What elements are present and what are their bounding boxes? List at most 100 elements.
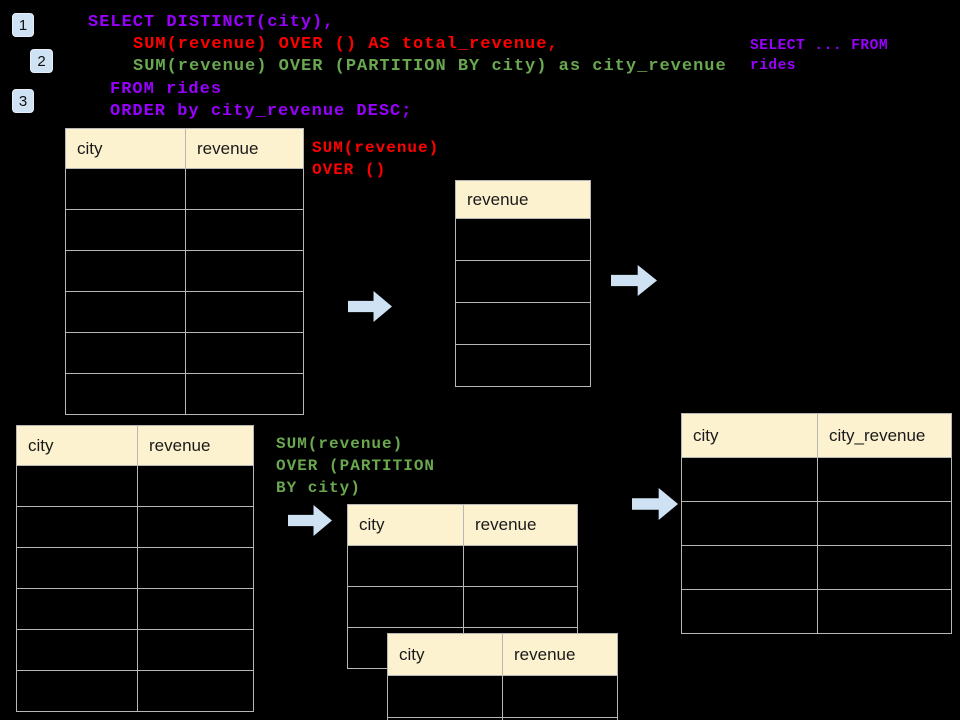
table-row	[65, 209, 304, 251]
step-badge-3-label: 3	[18, 92, 28, 110]
empty-cell	[502, 717, 618, 720]
snippet-line-1: SELECT ... FROM	[750, 38, 889, 54]
table-row	[65, 332, 304, 374]
table-row	[65, 373, 304, 415]
empty-cell	[137, 465, 254, 507]
empty-cell	[185, 291, 304, 333]
step-badge-2: 2	[30, 49, 53, 73]
empty-cell	[817, 545, 952, 590]
empty-cell	[185, 373, 304, 415]
table-row	[16, 588, 254, 630]
empty-cell	[463, 586, 578, 628]
city-revenue-result-table: city city_revenue	[681, 413, 952, 634]
header-row: city revenue	[65, 128, 304, 169]
empty-cell	[817, 457, 952, 502]
table-row	[16, 629, 254, 671]
total-annotation-line-1: SUM(revenue)	[312, 139, 440, 157]
empty-cell	[185, 209, 304, 251]
arrow-right-icon	[632, 488, 678, 520]
empty-cell	[347, 586, 464, 628]
empty-cell	[681, 501, 818, 546]
column-header-revenue: revenue	[185, 128, 304, 169]
column-header-revenue: revenue	[502, 633, 618, 676]
table-row	[681, 545, 952, 590]
table-row	[347, 545, 578, 587]
empty-cell	[16, 506, 138, 548]
empty-cell	[463, 545, 578, 587]
column-header-revenue: revenue	[455, 180, 591, 219]
sql-line-partition-sum: SUM(revenue) OVER (PARTITION BY city) as…	[133, 57, 727, 76]
empty-cell	[455, 218, 591, 261]
empty-cell	[137, 547, 254, 589]
empty-cell	[455, 344, 591, 387]
step-badge-2-label: 2	[37, 52, 46, 70]
empty-cell	[16, 465, 138, 507]
select-from-rides-snippet: SELECT ... FROM rides	[750, 36, 888, 76]
column-header-city: city	[387, 633, 503, 676]
empty-cell	[502, 675, 618, 718]
empty-cell	[137, 629, 254, 671]
table-row	[455, 344, 591, 387]
partition-table-front: city revenue	[387, 633, 618, 720]
arrow-right-icon	[348, 291, 392, 322]
arrow-right-icon	[611, 265, 657, 296]
sql-line-total-sum: SUM(revenue) OVER () AS total_revenue,	[133, 35, 559, 54]
table-row	[681, 501, 952, 546]
table-row	[16, 506, 254, 548]
empty-cell	[16, 670, 138, 712]
empty-cell	[817, 589, 952, 634]
header-row: city city_revenue	[681, 413, 952, 458]
table-row	[347, 586, 578, 628]
partition-annotation-line-2: OVER (PARTITION	[276, 457, 436, 475]
empty-cell	[817, 501, 952, 546]
step-badge-3: 3	[12, 89, 34, 113]
snippet-line-2: rides	[750, 58, 797, 74]
empty-cell	[65, 332, 186, 374]
empty-cell	[137, 588, 254, 630]
arrow-right-icon	[288, 505, 332, 536]
step-badge-1: 1	[12, 13, 34, 37]
empty-cell	[185, 332, 304, 374]
table-row	[681, 589, 952, 634]
header-row: revenue	[455, 180, 591, 219]
partition-annotation-line-1: SUM(revenue)	[276, 435, 404, 453]
empty-cell	[681, 589, 818, 634]
empty-cell	[185, 168, 304, 210]
sql-line-from: FROM rides	[110, 80, 223, 99]
step-badge-1-label: 1	[18, 16, 28, 34]
table-row	[455, 260, 591, 303]
sql-line-select: SELECT DISTINCT(city),	[88, 13, 335, 32]
empty-cell	[16, 547, 138, 589]
total-revenue-annotation: SUM(revenue) OVER ()	[312, 137, 439, 181]
partition-annotation-line-3: BY city)	[276, 479, 361, 497]
empty-cell	[65, 373, 186, 415]
table-row	[65, 168, 304, 210]
column-header-revenue: revenue	[463, 504, 578, 546]
table-row	[455, 302, 591, 345]
column-header-city: city	[681, 413, 818, 458]
empty-cell	[16, 629, 138, 671]
empty-cell	[185, 250, 304, 292]
table-row	[16, 670, 254, 712]
column-header-city: city	[16, 425, 138, 466]
column-header-city: city	[65, 128, 186, 169]
table-row	[455, 218, 591, 261]
empty-cell	[347, 545, 464, 587]
sql-line-order-by: ORDER by city_revenue DESC;	[110, 102, 413, 121]
column-header-revenue: revenue	[137, 425, 254, 466]
table-row	[65, 291, 304, 333]
empty-cell	[387, 675, 503, 718]
empty-cell	[65, 291, 186, 333]
total-annotation-line-2: OVER ()	[312, 161, 387, 179]
empty-cell	[681, 457, 818, 502]
table-row	[387, 717, 618, 720]
table-row	[16, 465, 254, 507]
empty-cell	[65, 250, 186, 292]
source-table-bottom: city revenue	[16, 425, 254, 712]
empty-cell	[455, 302, 591, 345]
empty-cell	[65, 209, 186, 251]
empty-cell	[137, 670, 254, 712]
empty-cell	[65, 168, 186, 210]
empty-cell	[455, 260, 591, 303]
